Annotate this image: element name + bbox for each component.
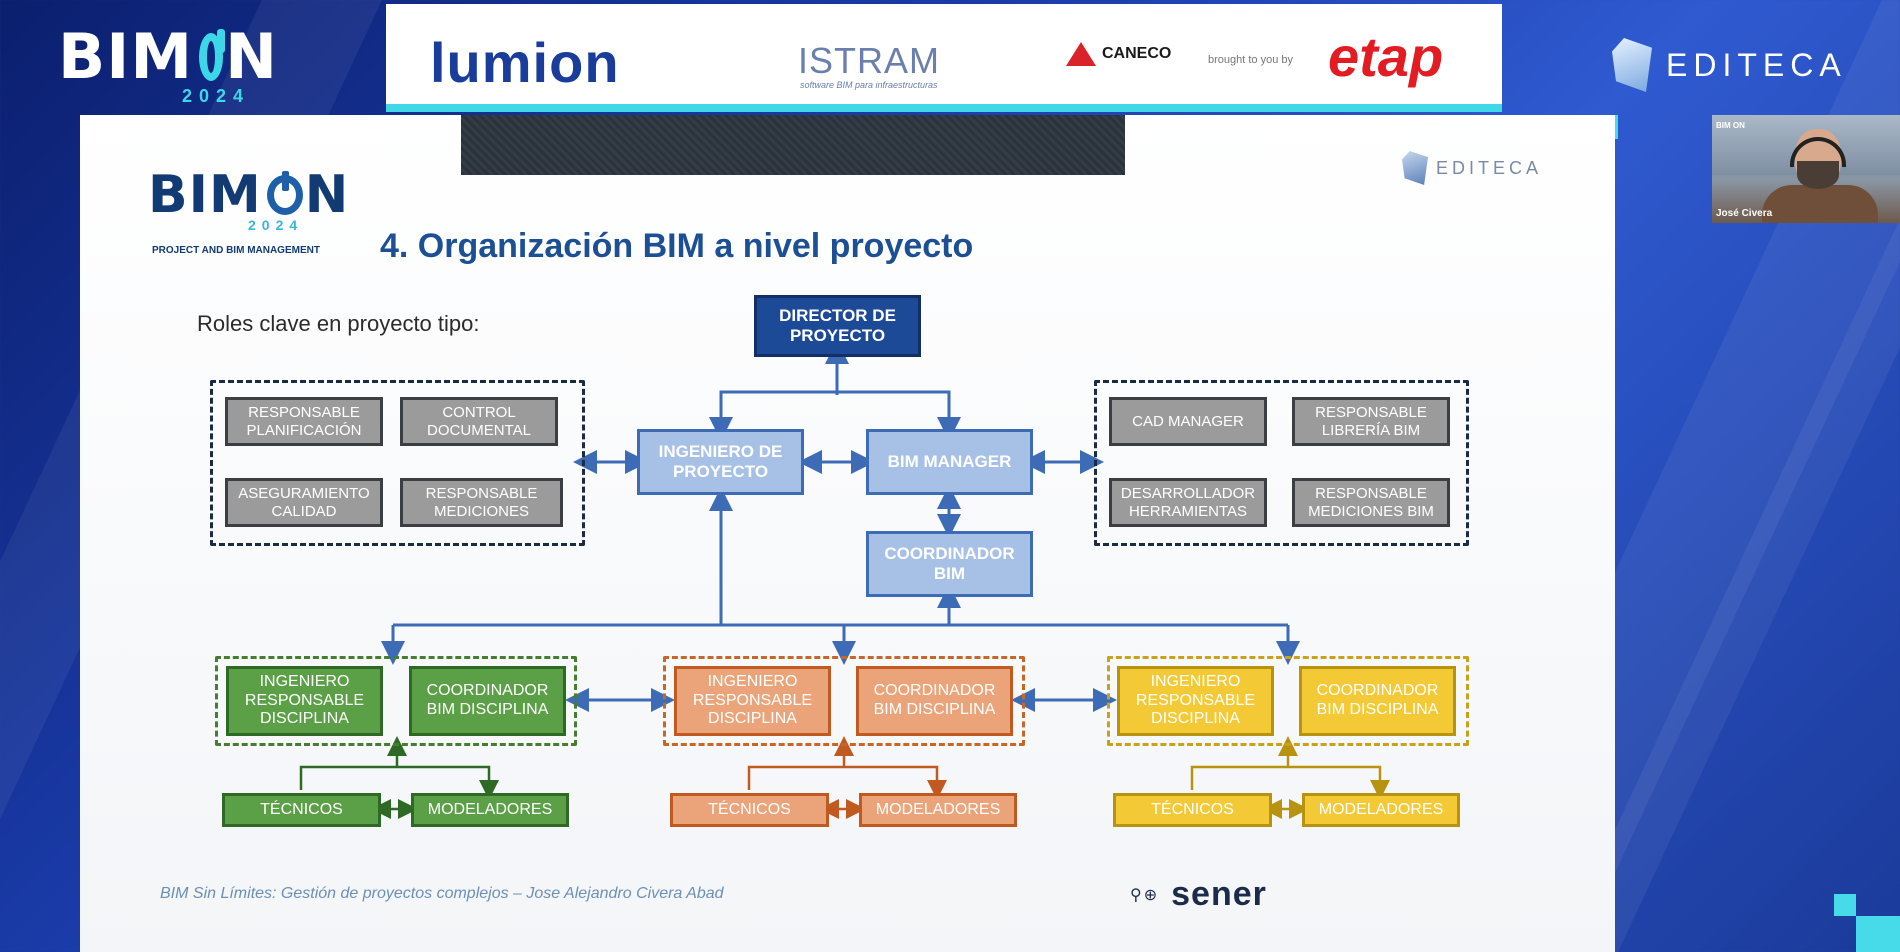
modeladores-green-box: MODELADORES <box>411 793 569 827</box>
editeca-gem-icon <box>1612 38 1652 92</box>
ingeniero-de-proyecto-box: INGENIERO DE PROYECTO <box>637 429 804 495</box>
tecnicos-orange-box: TÉCNICOS <box>670 793 829 827</box>
event-logo-on: N <box>225 20 278 93</box>
modeladores-orange-box: MODELADORES <box>859 793 1017 827</box>
caneco-logo: CANECO <box>1066 42 1171 66</box>
accent-square <box>1834 894 1856 916</box>
control-documental-box: CONTROL DOCUMENTAL <box>400 397 558 446</box>
accent-square <box>1856 916 1900 952</box>
presenter-body <box>1762 185 1878 223</box>
ingeniero-disciplina-yellow-box: INGENIERO RESPONSABLE DISCIPLINA <box>1117 666 1274 736</box>
lumion-logo: lumion <box>430 31 620 94</box>
slide-editeca-logo: EDITECA <box>1402 151 1542 185</box>
desarrollador-herramientas-box: DESARROLLADOR HERRAMIENTAS <box>1109 478 1267 527</box>
ingeniero-disciplina-green-box: INGENIERO RESPONSABLE DISCIPLINA <box>226 666 383 736</box>
istram-tagline: software BIM para infraestructuras <box>800 80 938 90</box>
brought-by-text: brought to you by <box>1208 54 1294 66</box>
bim-manager-box: BIM MANAGER <box>866 429 1033 495</box>
presenter-webcam: BIM ON José Civera <box>1712 115 1900 223</box>
roles-label: Roles clave en proyecto tipo: <box>197 311 480 336</box>
responsable-planificacion-box: RESPONSABLE PLANIFICACIÓN <box>225 397 383 446</box>
discipline-group-green <box>215 656 577 746</box>
responsable-libreria-bim-box: RESPONSABLE LIBRERÍA BIM <box>1292 397 1450 446</box>
tecnicos-green-box: TÉCNICOS <box>222 793 381 827</box>
slide-logo-text: BIM <box>148 165 262 225</box>
sener-mark-icon: ⚲⊕ <box>1130 886 1160 904</box>
istram-logo: ISTRAM <box>798 40 941 81</box>
discipline-group-yellow <box>1107 656 1469 746</box>
event-logo: BIM N 2024 <box>58 20 278 107</box>
coordinador-bim-box: COORDINADOR BIM <box>866 531 1033 597</box>
sener-logo: ⚲⊕ sener <box>1130 875 1267 914</box>
discipline-group-orange <box>663 656 1025 746</box>
sponsor-bar: lumion ISTRAM software BIM para infraest… <box>386 4 1502 112</box>
power-icon <box>266 171 303 215</box>
coordinador-disciplina-green-box: COORDINADOR BIM DISCIPLINA <box>409 666 566 736</box>
editeca-brand: EDITECA <box>1612 38 1847 92</box>
support-roles-right-group <box>1094 380 1469 546</box>
tecnicos-yellow-box: TÉCNICOS <box>1113 793 1272 827</box>
power-icon <box>199 29 226 81</box>
responsable-mediciones-bim-box: RESPONSABLE MEDICIONES BIM <box>1292 478 1450 527</box>
slide-logo-subtitle: PROJECT AND BIM MANAGEMENT <box>152 245 320 256</box>
coordinador-disciplina-yellow-box: COORDINADOR BIM DISCIPLINA <box>1299 666 1456 736</box>
slide-footer: BIM Sin Límites: Gestión de proyectos co… <box>160 885 724 902</box>
support-roles-left-group <box>210 380 585 546</box>
slide-logo-on: N <box>304 165 350 225</box>
etap-logo: etap <box>1328 25 1444 88</box>
event-logo-text: BIM <box>58 20 194 93</box>
caneco-label: CANECO <box>1102 45 1172 62</box>
org-chart-connectors <box>299 340 1390 819</box>
director-de-proyecto-box: DIRECTOR DE PROYECTO <box>754 295 921 357</box>
coordinador-disciplina-orange-box: COORDINADOR BIM DISCIPLINA <box>856 666 1013 736</box>
webcam-mini-logo: BIM ON <box>1716 121 1745 130</box>
slide-top-band <box>461 115 1125 175</box>
modeladores-yellow-box: MODELADORES <box>1302 793 1460 827</box>
ingeniero-disciplina-orange-box: INGENIERO RESPONSABLE DISCIPLINA <box>674 666 831 736</box>
aseguramiento-calidad-box: ASEGURAMIENTO CALIDAD <box>225 478 383 527</box>
cad-manager-box: CAD MANAGER <box>1109 397 1267 446</box>
editeca-label: EDITECA <box>1666 46 1847 83</box>
presentation-slide: BIM N 2024 PROJECT AND BIM MANAGEMENT EDI… <box>80 115 1615 952</box>
presenter-name: José Civera <box>1716 208 1773 219</box>
event-year: 2024 <box>182 86 251 106</box>
slide-title: 4. Organización BIM a nivel proyecto <box>380 227 974 265</box>
slide-logo-year: 2024 <box>248 217 304 233</box>
sener-wordmark: sener <box>1171 875 1267 913</box>
slide-bimon-logo: BIM N 2024 PROJECT AND BIM MANAGEMENT <box>148 165 350 256</box>
caneco-triangle-icon <box>1066 42 1096 66</box>
slide-editeca-label: EDITECA <box>1436 157 1543 178</box>
responsable-mediciones-box: RESPONSABLE MEDICIONES <box>400 478 563 527</box>
